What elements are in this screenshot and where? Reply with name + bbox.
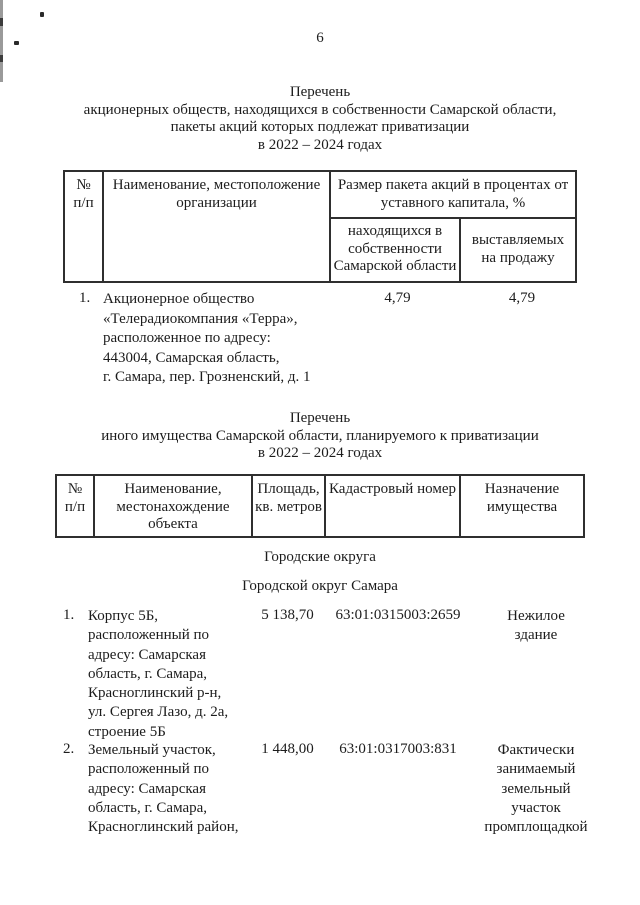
stocks-col-num-header: № п/п	[65, 172, 104, 281]
scan-dot-artifact	[40, 12, 44, 17]
stocks-col-share-group: Размер пакета акций в процентах от устав…	[331, 172, 575, 281]
owned-share-percent: 4,79	[384, 290, 411, 306]
property-col-name-header: Наименование, местонахождение объекта	[95, 476, 253, 536]
stocks-col-for-sale-header: выставляемых на продажу	[471, 232, 565, 266]
stocks-subheader-row: находящихся в собственности Самарской об…	[331, 219, 575, 281]
stocks-col-owned-header: находящихся в собственности Самарской об…	[331, 219, 461, 281]
group-heading-urban-districts: Городские округа	[264, 549, 376, 565]
property-table-header: № п/п Наименование, местонахождение объе…	[55, 474, 585, 538]
property-col-area-header: Площадь, кв. метров	[253, 476, 326, 536]
property-col-num-header: № п/п	[57, 476, 95, 536]
organization-name-address: Акционерное общество «Телерадиокомпания …	[103, 291, 311, 385]
property-name-address: Корпус 5Б, расположенный по адресу: Сама…	[88, 608, 229, 740]
property-cadastral-number: 63:01:0317003:831	[339, 741, 457, 757]
page-number: 6	[316, 30, 324, 46]
property-list-title: Перечень иного имущества Самарской облас…	[101, 410, 539, 461]
scan-edge-artifact	[0, 0, 3, 82]
scan-edge-mark	[0, 55, 3, 62]
property-purpose: Нежилое здание	[507, 608, 565, 644]
property-purpose: Фактически занимаемый земельный участок …	[484, 742, 588, 836]
stocks-list-title: Перечень акционерных обществ, находящихс…	[83, 84, 557, 153]
property-area: 5 138,70	[261, 607, 314, 623]
property-cadastral-number: 63:01:0315003:2659	[335, 607, 461, 623]
for-sale-share-percent: 4,79	[508, 290, 536, 306]
stocks-col-name-header: Наименование, местоположение организации	[104, 172, 331, 281]
property-col-cadastral-header: Кадастровый номер	[326, 476, 461, 536]
stocks-col-share-size-header: Размер пакета акций в процентах от устав…	[331, 172, 575, 219]
scan-dot-artifact	[14, 41, 19, 45]
scan-edge-mark	[0, 18, 3, 26]
row-index: 1.	[63, 607, 75, 623]
row-index: 1.	[79, 290, 91, 306]
row-index: 2.	[63, 741, 75, 757]
property-name-address: Земельный участок, расположенный по адре…	[88, 742, 239, 836]
group-heading-samara-district: Городской округ Самара	[242, 578, 398, 594]
property-area: 1 448,00	[261, 741, 314, 757]
property-col-purpose-header: Назначение имущества	[484, 481, 560, 515]
stocks-table-header: № п/п Наименование, местоположение орган…	[63, 170, 577, 283]
